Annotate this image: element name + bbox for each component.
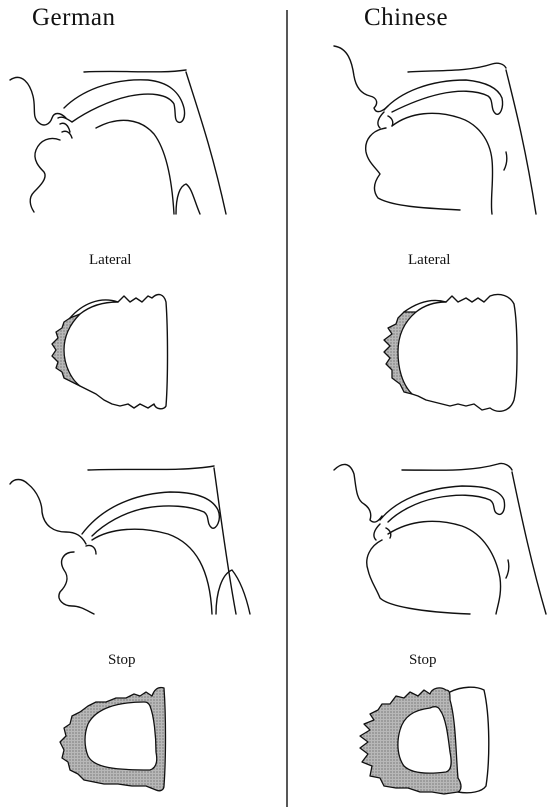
- german-stop-sagittal-profile: [10, 466, 250, 614]
- chinese-lateral-sagittal-profile: [334, 46, 536, 214]
- chinese-stop-palatogram: [360, 687, 489, 794]
- german-lateral-sagittal-profile: [10, 70, 226, 214]
- german-stop-palatogram: [60, 687, 166, 790]
- chinese-stop-sagittal-profile: [334, 463, 546, 614]
- chinese-lateral-palatogram: [384, 294, 517, 411]
- german-lateral-palatogram: [52, 295, 168, 409]
